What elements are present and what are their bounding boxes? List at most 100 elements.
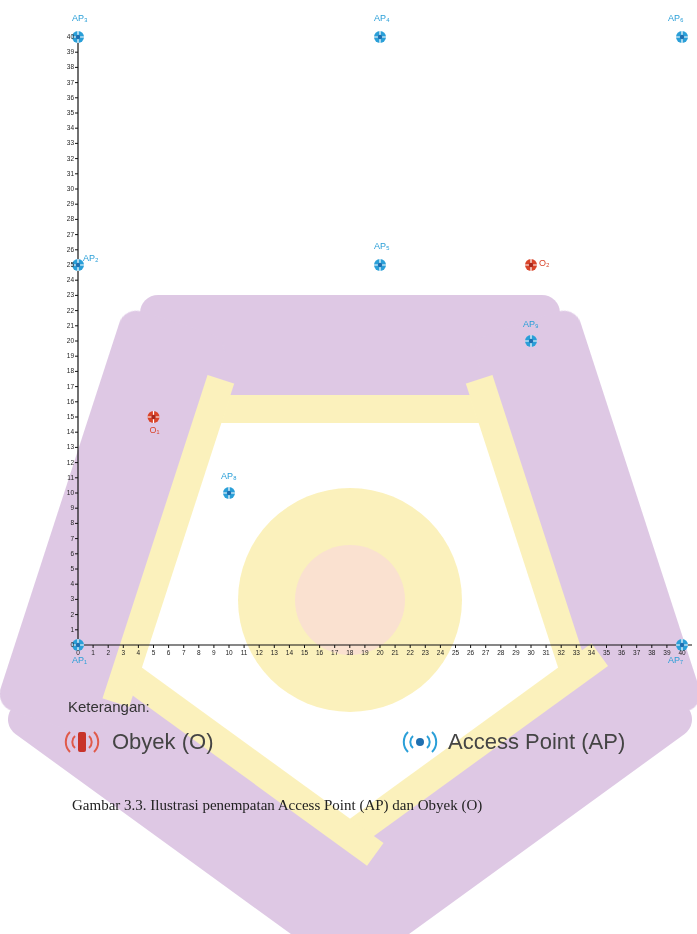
x-tick-label: 6: [167, 649, 171, 656]
tick-mark: [546, 645, 547, 648]
figure-caption: Gambar 3.3. Ilustrasi penempatan Access …: [72, 797, 482, 814]
y-tick-label: 8: [70, 519, 74, 526]
x-tick-label: 32: [558, 649, 565, 656]
x-tick-label: 12: [256, 649, 263, 656]
tick-mark: [75, 97, 78, 98]
y-tick-label: 27: [67, 231, 74, 238]
y-tick-label: 17: [67, 383, 74, 390]
tick-mark: [123, 645, 124, 648]
y-tick-label: 0: [70, 641, 74, 648]
tick-mark: [75, 493, 78, 494]
tick-mark: [531, 645, 532, 648]
y-tick-label: 35: [67, 109, 74, 116]
y-tick-label: 32: [67, 155, 74, 162]
y-tick-label: 13: [67, 443, 74, 450]
object-marker: [525, 259, 537, 271]
access-point-label: AP₁: [72, 655, 87, 665]
y-tick-label: 12: [67, 459, 74, 466]
tick-mark: [198, 645, 199, 648]
access-point-icon: [404, 732, 436, 752]
tick-mark: [334, 645, 335, 648]
access-point-marker: [223, 487, 235, 499]
tick-mark: [621, 645, 622, 648]
tick-mark: [183, 645, 184, 648]
access-point-label: AP₇: [668, 655, 683, 665]
tick-mark: [304, 645, 305, 648]
x-tick-label: 35: [603, 649, 610, 656]
tick-mark: [75, 477, 78, 478]
y-tick-label: 19: [67, 352, 74, 359]
y-tick-label: 21: [67, 322, 74, 329]
access-point-label: AP₂: [83, 253, 99, 263]
tick-mark: [349, 645, 350, 648]
tick-mark: [75, 310, 78, 311]
tick-mark: [138, 645, 139, 648]
access-point-label: AP₃: [72, 13, 88, 23]
tick-mark: [75, 295, 78, 296]
x-tick-label: 31: [542, 649, 549, 656]
tick-mark: [75, 569, 78, 570]
x-tick-label: 16: [316, 649, 323, 656]
tick-mark: [259, 645, 260, 648]
y-tick-label: 22: [67, 307, 74, 314]
tick-mark: [75, 386, 78, 387]
y-tick-label: 33: [67, 139, 74, 146]
y-tick-label: 7: [70, 535, 74, 542]
tick-mark: [75, 234, 78, 235]
x-tick-label: 1: [91, 649, 95, 656]
tick-mark: [500, 645, 501, 648]
x-tick-label: 15: [301, 649, 308, 656]
tick-mark: [425, 645, 426, 648]
tick-mark: [75, 204, 78, 205]
y-tick-label: 38: [67, 63, 74, 70]
tick-mark: [75, 401, 78, 402]
y-tick-label: 34: [67, 124, 74, 131]
x-tick-label: 14: [286, 649, 293, 656]
tick-mark: [229, 645, 230, 648]
tick-mark: [75, 432, 78, 433]
x-tick-label: 21: [391, 649, 398, 656]
x-tick-label: 18: [346, 649, 353, 656]
y-tick-label: 11: [67, 474, 74, 481]
y-tick-label: 37: [67, 79, 74, 86]
tick-mark: [666, 645, 667, 648]
x-tick-label: 4: [137, 649, 141, 656]
tick-mark: [440, 645, 441, 648]
tick-mark: [75, 584, 78, 585]
x-tick-label: 27: [482, 649, 489, 656]
tick-mark: [75, 614, 78, 615]
x-tick-label: 17: [331, 649, 338, 656]
y-tick-label: 36: [67, 94, 74, 101]
tick-mark: [75, 341, 78, 342]
y-tick-label: 15: [67, 413, 74, 420]
x-tick-label: 40: [678, 649, 685, 656]
tick-mark: [75, 280, 78, 281]
y-tick-label: 18: [67, 367, 74, 374]
tick-mark: [75, 113, 78, 114]
tick-mark: [319, 645, 320, 648]
y-tick-label: 3: [70, 595, 74, 602]
y-tick-label: 5: [70, 565, 74, 572]
tick-mark: [75, 599, 78, 600]
tick-mark: [213, 645, 214, 648]
tick-mark: [75, 189, 78, 190]
x-tick-label: 22: [407, 649, 414, 656]
legend-text: Obyek (O): [112, 729, 213, 755]
tick-mark: [75, 508, 78, 509]
y-axis: [77, 33, 78, 645]
y-tick-label: 20: [67, 337, 74, 344]
x-tick-label: 13: [271, 649, 278, 656]
tick-mark: [75, 325, 78, 326]
object-label: O₁: [150, 425, 160, 435]
tick-mark: [75, 447, 78, 448]
x-tick-label: 28: [497, 649, 504, 656]
x-tick-label: 34: [588, 649, 595, 656]
x-tick-label: 23: [422, 649, 429, 656]
y-tick-label: 31: [67, 170, 74, 177]
object-label: O₂: [539, 258, 550, 268]
y-tick-label: 28: [67, 215, 74, 222]
tick-mark: [470, 645, 471, 648]
x-tick-label: 37: [633, 649, 640, 656]
tick-mark: [75, 249, 78, 250]
